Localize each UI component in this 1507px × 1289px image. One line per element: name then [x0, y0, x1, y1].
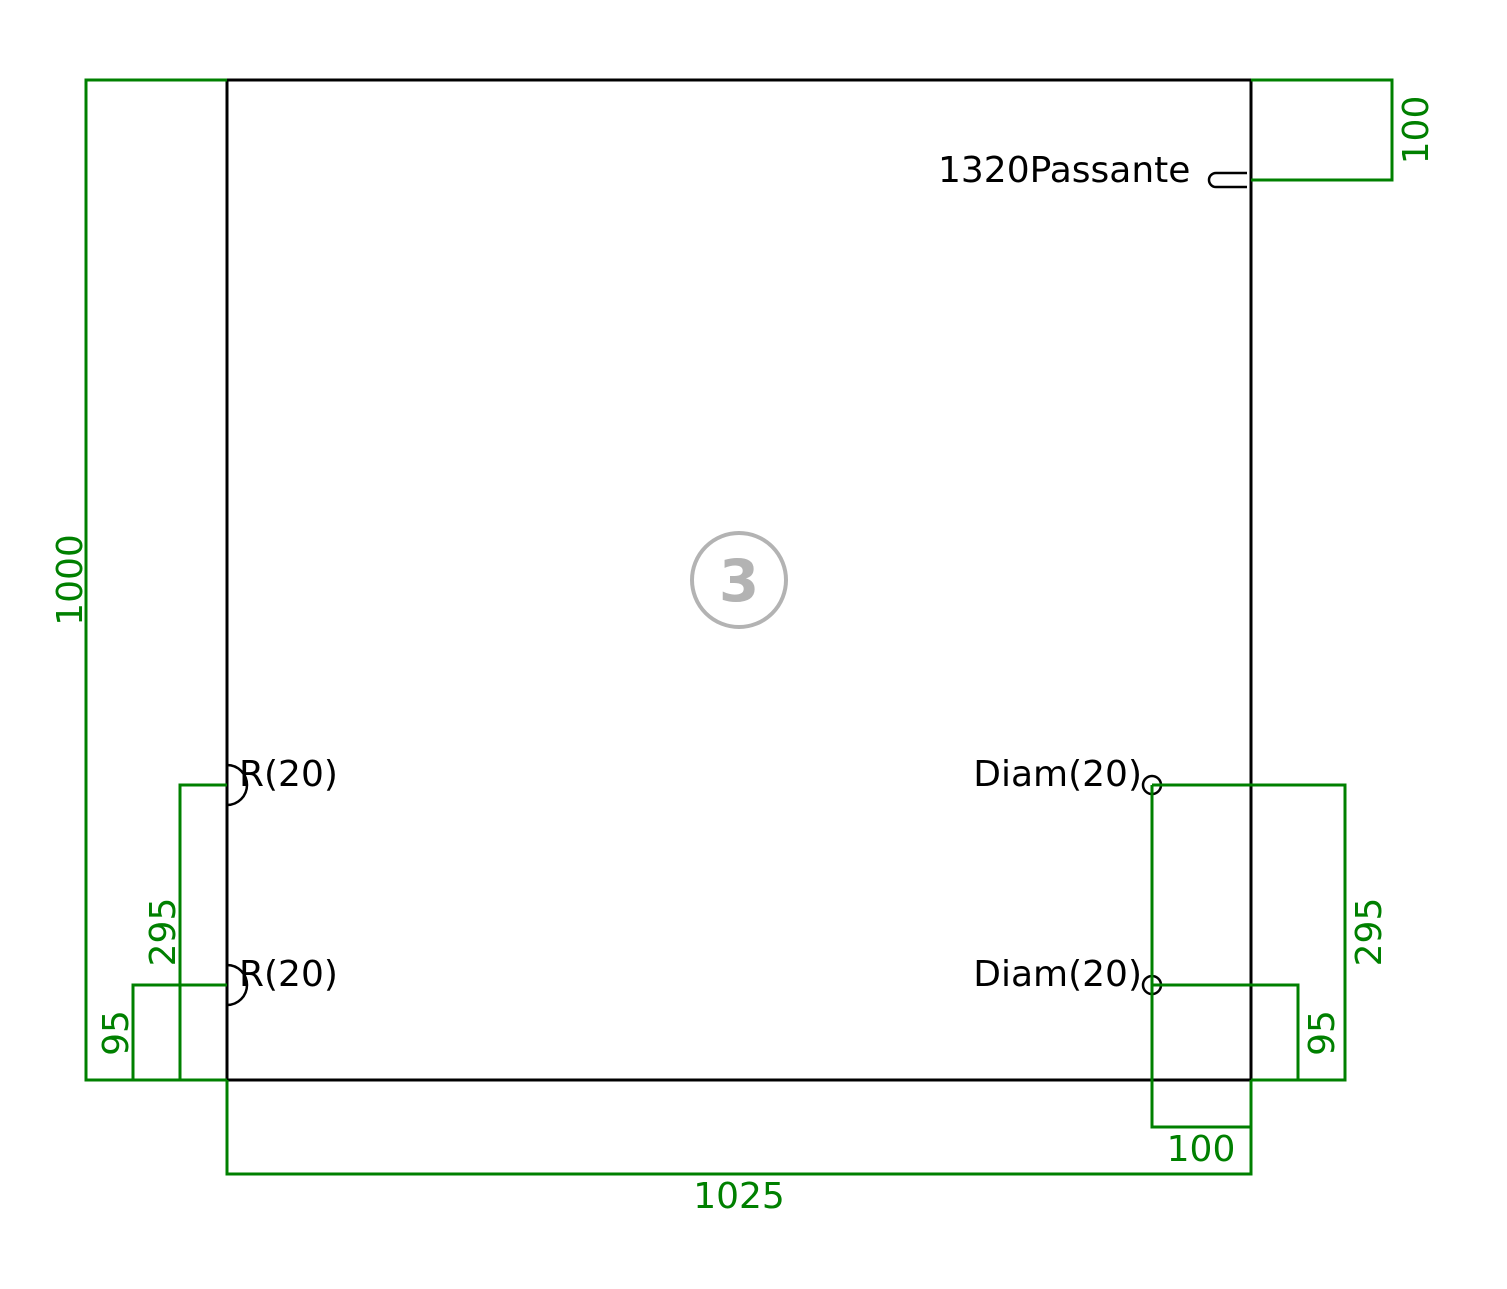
- dim-total-height-text: 1000: [50, 534, 91, 626]
- left-notch-top: [226, 763, 249, 807]
- right-hole-bottom-label: Diam(20): [973, 954, 1142, 995]
- dim-right-upper-text: 295: [1349, 898, 1390, 967]
- panel-number: 3: [719, 547, 759, 615]
- dim-right-lower-line: [1152, 983, 1300, 1080]
- slot-label: 1320Passante: [938, 150, 1190, 191]
- dim-total-width-line: [225, 1080, 1253, 1176]
- panel-number-badge: [690, 531, 788, 629]
- dim-total-width-text: 1025: [693, 1176, 785, 1217]
- dim-right-lower-text: 95: [1302, 1010, 1343, 1056]
- dim-left-upper-line: [178, 783, 227, 1080]
- dim-left-lower-line: [131, 983, 227, 1080]
- left-notch-top-label: R(20): [239, 754, 338, 795]
- right-hole-top-label: Diam(20): [973, 754, 1142, 795]
- dim-left-lower-text: 95: [96, 1010, 137, 1056]
- panel-outline: [225, 78, 1253, 1082]
- dim-slot-offset-line: [1251, 78, 1394, 182]
- dim-hole-offset-text: 100: [1167, 1129, 1236, 1170]
- left-notch-bottom-label: R(20): [239, 954, 338, 995]
- dim-total-height-line: [84, 78, 227, 1082]
- dim-slot-offset-text: 100: [1396, 96, 1437, 165]
- slot-shape: [1207, 171, 1247, 189]
- left-notch-bottom: [226, 963, 249, 1007]
- dim-left-upper-text: 295: [143, 898, 184, 967]
- dim-hole-offset-line: [1150, 785, 1253, 1129]
